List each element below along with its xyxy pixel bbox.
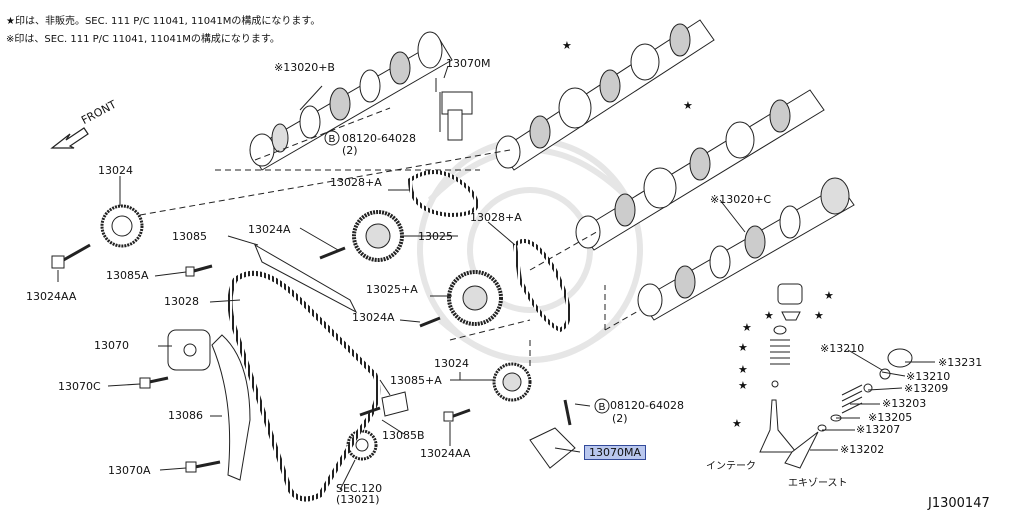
sprocket-13024-upper xyxy=(100,204,144,248)
label-13024AA-mid: 13024AA xyxy=(420,447,471,460)
bolt-13070A xyxy=(185,460,221,473)
label-13028A-mid: 13028+A xyxy=(470,211,522,224)
label-13203: ※13203 xyxy=(882,397,927,410)
bolt-13085B xyxy=(359,406,381,417)
label-13231: ※13231 xyxy=(938,356,983,369)
label-13086: 13086 xyxy=(168,409,203,422)
camshaft-upper-left xyxy=(249,31,453,171)
label-13024-mid: 13024 xyxy=(434,357,469,370)
label-sec120: SEC.120 xyxy=(336,482,383,495)
bolt-13070C xyxy=(139,376,169,389)
circle-b-text-2: B xyxy=(599,402,606,413)
label-13209: ※13209 xyxy=(904,382,949,395)
guide-13085A xyxy=(381,391,409,417)
star-marker: ★ xyxy=(742,321,752,334)
note-line-2: ※印は、SEC. 111 P/C 11041, 11041Mの構成になります。 xyxy=(6,34,280,45)
label-13085A: 13085A xyxy=(106,269,149,282)
note-line-1: ★印は、非販売。SEC. 111 P/C 11041, 11041Mの構成になり… xyxy=(6,16,321,27)
label-13070: 13070 xyxy=(94,339,129,352)
leader-lines xyxy=(57,65,935,491)
star-marker: ★ xyxy=(814,309,824,322)
camshaft-upper-right xyxy=(495,19,715,171)
star-marker: ★ xyxy=(683,99,693,112)
circle-b-text-1: B xyxy=(329,134,336,145)
star-marker: ★ xyxy=(738,379,748,392)
label-13085A-mid: 13085+A xyxy=(390,374,442,387)
sprocket-13024-mid xyxy=(492,362,532,402)
front-arrow-icon xyxy=(50,127,89,149)
label-intake: インテーク xyxy=(706,461,756,472)
bolt-13085A xyxy=(185,264,213,277)
chain-13028 xyxy=(227,270,381,502)
label-exhaust: エキゾースト xyxy=(788,478,848,489)
diagram-id: J1300147 xyxy=(928,496,990,511)
star-marker: ★ xyxy=(738,341,748,354)
label-13210-a: ※13210 xyxy=(820,342,865,355)
label-13085: 13085 xyxy=(172,230,207,243)
bolt-13024A-mid xyxy=(419,316,441,328)
label-13024-top: 13024 xyxy=(98,164,133,177)
camshaft-mid-right xyxy=(575,89,825,251)
label-08120-a: 08120-64028 xyxy=(342,132,416,145)
sprocket-13025A xyxy=(447,270,503,326)
circle-b-marker-1 xyxy=(324,130,340,146)
label-13070MA-highlighted[interactable]: 13070MA xyxy=(584,445,647,460)
label-08120-a-qty: (2) xyxy=(342,144,358,157)
star-marker: ★ xyxy=(764,309,774,322)
sensor-13070M xyxy=(435,78,473,141)
dashed-leaders xyxy=(139,107,641,370)
sensor-13070MA xyxy=(529,399,576,469)
star-marker: ★ xyxy=(562,39,572,52)
star-marker: ★ xyxy=(738,363,748,376)
label-13070A: 13070A xyxy=(108,464,151,477)
chain-13028A-mid xyxy=(512,238,571,333)
label-13085B: 13085B xyxy=(382,429,425,442)
bolt-13024A xyxy=(319,246,346,260)
label-13202: ※13202 xyxy=(840,443,885,456)
label-08120-b: 08120-64028 xyxy=(610,399,684,412)
guide-13085 xyxy=(253,243,358,314)
bolt-13024AA-mid xyxy=(443,408,471,422)
circle-b-marker-2 xyxy=(594,398,610,414)
label-13025A: 13025+A xyxy=(366,283,418,296)
label-13024A: 13024A xyxy=(248,223,291,236)
camshaft-13020C xyxy=(637,177,855,321)
label-13024A-mid: 13024A xyxy=(352,311,395,324)
label-13025: 13025 xyxy=(418,230,453,243)
star-marker: ★ xyxy=(824,289,834,302)
label-13207: ※13207 xyxy=(856,423,901,436)
label-13020B: ※13020+B xyxy=(274,61,335,74)
label-13028A-top: 13028+A xyxy=(330,176,382,189)
star-marker: ★ xyxy=(732,417,742,430)
tensioner-13070 xyxy=(167,329,211,371)
sprocket-13025 xyxy=(352,210,404,262)
watermark xyxy=(417,137,643,363)
label-08120-b-qty: (2) xyxy=(612,412,628,425)
label-sec120-sub: (13021) xyxy=(336,493,380,506)
guide-13086 xyxy=(211,334,251,481)
label-13210-b: ※13210 xyxy=(906,370,951,383)
label-13070M: 13070M xyxy=(446,57,491,70)
label-13024AA-left: 13024AA xyxy=(26,290,77,303)
label-13020C: ※13020+C xyxy=(710,193,772,206)
label-13028: 13028 xyxy=(164,295,199,308)
bolt-13024AA xyxy=(51,243,91,269)
label-13205: ※13205 xyxy=(868,411,913,424)
chain-13028A-upper xyxy=(407,170,479,218)
valve-parts xyxy=(759,283,913,469)
label-13070C: 13070C xyxy=(58,380,101,393)
